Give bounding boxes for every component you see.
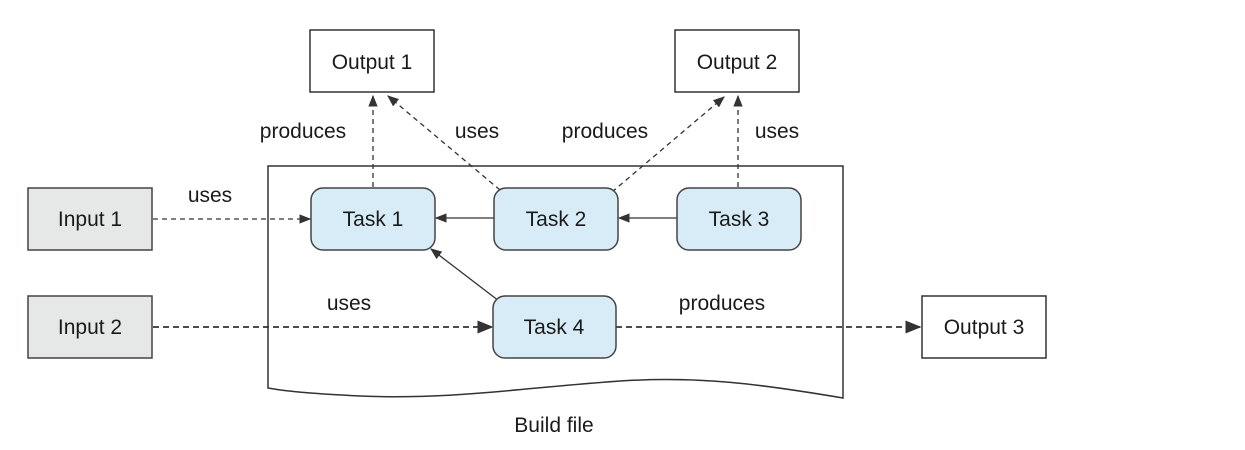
node-output3-label: Output 3 [944,316,1025,339]
build-file-container [267,165,844,399]
edge-label-task1-output1: produces [260,120,346,143]
node-task3: Task 3 [676,187,802,251]
node-task4-label: Task 4 [524,316,585,339]
node-task3-label: Task 3 [709,208,770,231]
edge-label-input2-task4: uses [327,292,371,315]
node-task2: Task 2 [493,187,619,251]
edge-task4-task1 [430,248,500,302]
node-input2: Input 2 [27,295,153,359]
node-input1: Input 1 [27,187,153,251]
edge-label-task2-output1: uses [455,120,499,143]
node-task1: Task 1 [310,187,436,251]
edge-label-task4-output3: produces [679,292,765,315]
node-input1-label: Input 1 [58,208,122,231]
node-task4: Task 4 [492,295,617,359]
build-file-label: Build file [514,414,593,437]
edge-label-task3-output2: uses [755,120,799,143]
node-input2-label: Input 2 [58,316,122,339]
edges [153,94,922,334]
node-output2: Output 2 [674,29,800,93]
edge-task2-output2 [611,96,725,193]
node-output1-label: Output 1 [332,51,413,74]
node-output2-label: Output 2 [697,51,778,74]
edge-task2-output1 [387,95,501,191]
edge-label-task2-output2: produces [562,120,648,143]
node-output3: Output 3 [921,295,1047,359]
node-output1: Output 1 [309,29,435,93]
edge-label-input1-task1: uses [188,184,232,207]
node-task1-label: Task 1 [343,208,404,231]
node-task2-label: Task 2 [526,208,587,231]
